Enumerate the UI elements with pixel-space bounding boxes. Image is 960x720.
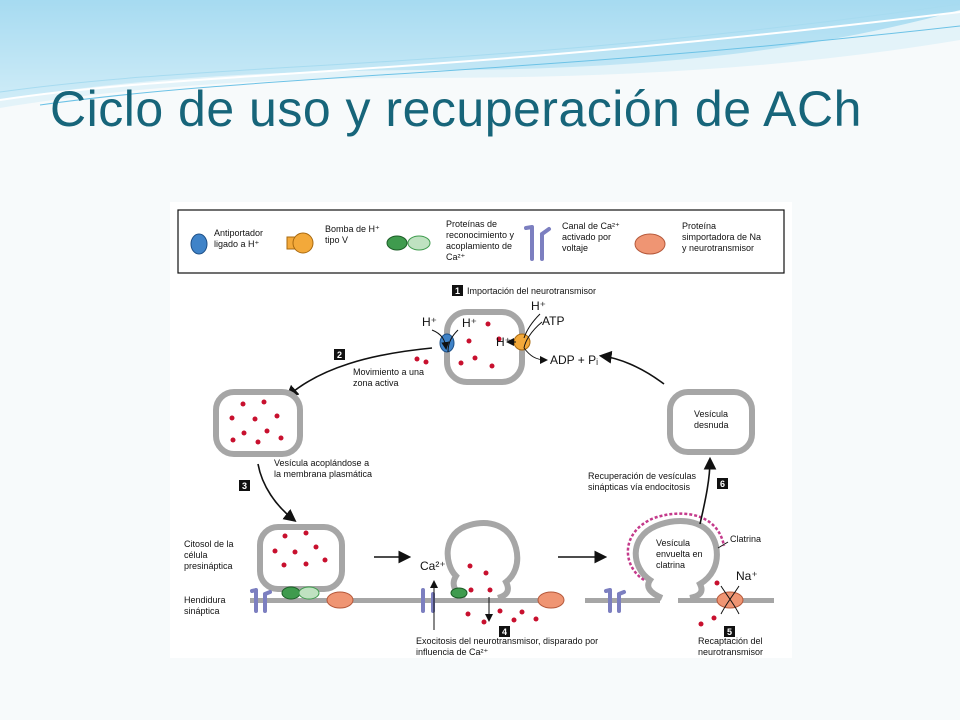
coated-vesicle-label: Vesícula envuelta en clatrina	[656, 538, 705, 570]
step-4-group: Ca²⁺ 4 Exocitosis del neurotransmisor, d…	[416, 520, 601, 657]
coated-vesicle	[632, 517, 720, 601]
ca-channel-open	[421, 588, 435, 613]
step-3-group: 3 Vesícula acoplándose a la membrana pla…	[239, 458, 372, 522]
legend-channel: Canal de Ca²⁺ activado por voltaje	[562, 221, 622, 253]
slide-title: Ciclo de uso y recuperación de ACh	[50, 81, 862, 137]
clathrin-label: Clatrina	[730, 534, 761, 544]
step-3-label: Vesícula acoplándose a la membrana plasm…	[274, 458, 372, 479]
cleft-label: Hendidura sináptica	[184, 595, 228, 616]
clathrin-coat	[626, 512, 726, 582]
step-2-badge	[334, 349, 345, 360]
symporter-icon	[634, 233, 666, 255]
ca-channel	[250, 588, 272, 613]
svg-text:6: 6	[720, 479, 725, 489]
step-3-badge	[239, 480, 250, 491]
docking-protein-light	[298, 586, 320, 600]
step-6-badge	[717, 478, 728, 489]
symporter	[326, 591, 354, 609]
legend: Antiportador ligado a H⁺ Bomba de H⁺ tip…	[177, 209, 785, 274]
legend-symporter: Proteína simportadora de Na y neurotrans…	[682, 221, 764, 253]
docking-protein-light-icon	[407, 235, 431, 251]
step-5-badge	[724, 626, 735, 637]
docking-protein-dark	[281, 586, 301, 600]
step-6-label: Recuperación de vesículas sinápticas vía…	[588, 471, 699, 492]
fusing-vesicle	[444, 520, 521, 601]
svg-text:5: 5	[727, 627, 732, 637]
naked-vesicle-label: Vesícula desnuda	[694, 409, 731, 430]
step-2-group: 2 Movimiento a una zona activa	[213, 347, 433, 457]
cytosol-label: Citosol de la célula presináptica	[184, 539, 236, 571]
step-4-badge	[499, 626, 510, 637]
svg-text:H⁺: H⁺	[462, 316, 477, 330]
header-wave-light	[0, 0, 960, 108]
legend-pump: Bomba de H⁺ tipo V	[325, 224, 382, 245]
docking-protein-dark-icon	[386, 235, 408, 251]
step-6-group: Vesícula envuelta en clatrina Clatrina N…	[588, 350, 765, 657]
svg-text:2: 2	[337, 350, 342, 360]
adp-label: ADP + Pᵢ	[550, 353, 598, 367]
atp-label: ATP	[542, 314, 564, 328]
ca-label: Ca²⁺	[420, 559, 446, 573]
step-1-badge	[452, 285, 463, 296]
svg-text:H⁺: H⁺	[531, 299, 546, 313]
step-5-label: Recaptación del neurotransmisor	[698, 636, 765, 657]
ca-channel-right	[604, 588, 626, 613]
legend-proteins: Proteínas de reconocimiento y acoplamien…	[446, 219, 517, 262]
ach-cycle-diagram: Antiportador ligado a H⁺ Bomba de H⁺ tip…	[170, 202, 792, 658]
v-type-pump	[513, 333, 531, 351]
svg-text:H⁺: H⁺	[422, 315, 437, 329]
na-label: Na⁺	[736, 569, 758, 583]
pump-icon	[292, 232, 314, 254]
svg-text:4: 4	[502, 627, 507, 637]
svg-text:1: 1	[455, 286, 460, 296]
legend-antiporter: Antiportador ligado a H⁺	[214, 228, 266, 249]
step-1-label: Importación del neurotransmisor	[467, 286, 596, 296]
step-4-label: Exocitosis del neurotransmisor, disparad…	[416, 636, 601, 657]
svg-text:3: 3	[242, 481, 247, 491]
step-1-group: 1 Importación del neurotransmisor H⁺ H⁺ …	[414, 285, 598, 385]
step-2-label: Movimiento a una zona activa	[353, 367, 427, 388]
antiporter-icon	[190, 233, 208, 255]
docking-vesicle-group: Citosol de la célula presináptica Hendid…	[184, 524, 354, 616]
docking-vesicle	[257, 524, 345, 592]
ca-channel-icon	[524, 225, 551, 261]
filled-vesicle	[213, 389, 303, 457]
naked-vesicle	[667, 389, 755, 455]
